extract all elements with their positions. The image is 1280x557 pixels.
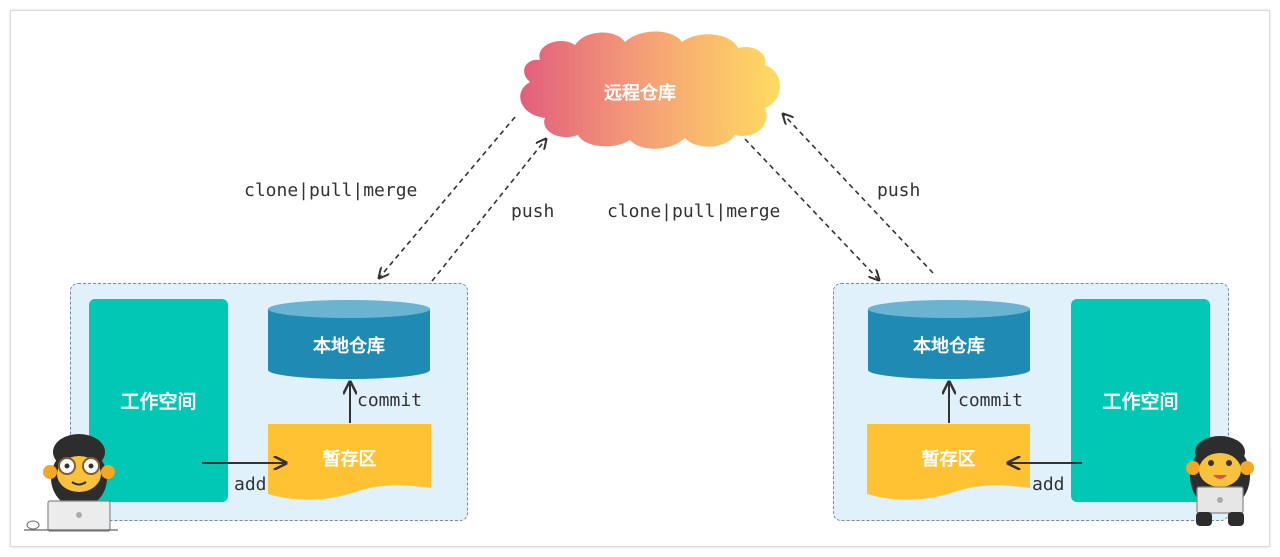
right-add-label: add — [1032, 474, 1065, 495]
right-local-repo-cylinder — [868, 300, 1030, 379]
left-add-label: add — [234, 474, 267, 495]
left-push-label: push — [511, 201, 555, 222]
right-local-repo-label: 本地仓库 — [913, 336, 985, 357]
left-developer-mascot-icon — [24, 434, 118, 532]
left-clone-pull-merge-label: clone|pull|merge — [244, 180, 418, 201]
left-clone-pull-arrow — [379, 116, 516, 278]
left-workspace-label: 工作空间 — [120, 391, 197, 413]
left-push-arrow — [431, 139, 546, 282]
left-staging-label: 暂存区 — [322, 449, 377, 470]
right-clone-pull-merge-label: clone|pull|merge — [607, 201, 781, 222]
left-staging-area — [268, 424, 431, 500]
left-local-repo-cylinder — [268, 300, 430, 379]
left-local-repo-label: 本地仓库 — [313, 336, 385, 357]
right-developer-mascot-icon — [1186, 436, 1254, 526]
right-commit-label: commit — [958, 390, 1024, 411]
left-commit-label: commit — [357, 390, 423, 411]
remote-repo-cloud — [520, 31, 780, 149]
remote-repo-label: 远程仓库 — [604, 83, 676, 104]
right-staging-label: 暂存区 — [921, 449, 976, 470]
right-workspace-label: 工作空间 — [1102, 391, 1179, 413]
right-push-arrow — [783, 114, 934, 274]
right-staging-area — [867, 424, 1030, 500]
right-clone-pull-arrow — [744, 138, 879, 280]
right-push-label: push — [877, 180, 921, 201]
